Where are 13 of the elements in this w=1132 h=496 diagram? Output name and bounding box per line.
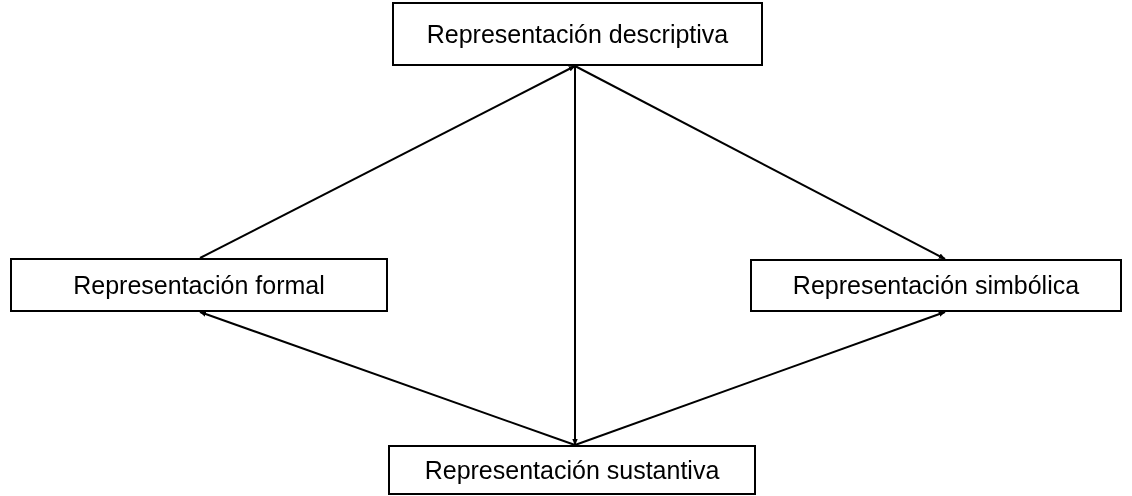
box-label: Representación formal [73,270,325,300]
box-label: Representación sustantiva [424,455,720,485]
arrow [199,65,576,259]
arrow [574,311,946,446]
arrow [572,65,578,446]
process-box [388,445,756,495]
arrow [574,65,946,260]
arrow [199,311,576,446]
box-label: Representación simbólica [792,271,1080,300]
process-box [750,259,1122,312]
process-box [10,258,388,312]
process-box [392,2,763,66]
box-label: Representación descriptiva [426,19,729,49]
